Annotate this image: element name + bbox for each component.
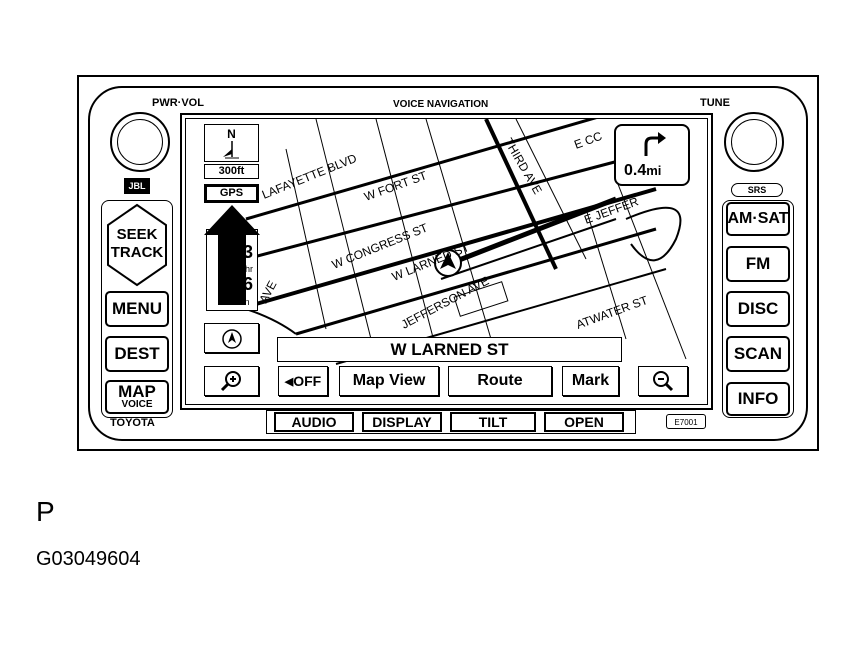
jbl-logo: JBL xyxy=(124,178,150,194)
bottom-button-bar xyxy=(266,410,636,434)
scan-button[interactable]: SCAN xyxy=(726,336,790,372)
figure-id: G03049604 xyxy=(36,548,141,570)
voice-label: VOICE xyxy=(121,399,153,410)
zoom-out-icon xyxy=(653,371,674,392)
gps-indicator: GPS xyxy=(204,184,259,203)
compass-north-label: N xyxy=(227,127,236,141)
next-turn-panel: 0.4mi xyxy=(614,124,690,186)
dest-button[interactable]: DEST xyxy=(105,336,169,372)
left-button-panel xyxy=(101,200,173,418)
head-unit-bezel xyxy=(88,86,808,441)
scale-indicator[interactable]: 300ft xyxy=(204,164,259,179)
zoom-in-button[interactable] xyxy=(204,366,259,396)
eta-minutes: 6 xyxy=(243,274,254,294)
heading-up-button[interactable] xyxy=(204,323,259,353)
track-label: TRACK xyxy=(110,244,164,261)
turn-right-icon xyxy=(644,132,666,156)
right-button-panel xyxy=(722,200,794,418)
audio-button[interactable]: AUDIO xyxy=(274,412,354,432)
eta-hours-unit: hr xyxy=(245,264,254,274)
toyota-logo: TOYOTA xyxy=(110,417,155,429)
fm-button[interactable]: FM xyxy=(726,246,790,282)
route-button[interactable]: Route xyxy=(448,366,552,396)
info-button[interactable]: INFO xyxy=(726,382,790,416)
menu-button[interactable]: MENU xyxy=(105,291,169,327)
heading-up-icon xyxy=(222,329,242,349)
am-sat-button[interactable]: AM·SAT xyxy=(726,202,790,236)
disc-button[interactable]: DISC xyxy=(726,291,790,327)
map-label: MAP xyxy=(118,382,156,401)
current-street-banner: W LARNED ST xyxy=(277,337,622,362)
map-view-button[interactable]: Map View xyxy=(339,366,439,396)
tilt-button[interactable]: TILT xyxy=(450,412,536,432)
srs-logo: SRS xyxy=(731,183,783,197)
off-button[interactable]: ◀OFF xyxy=(278,366,328,396)
image-code-label: E7001 xyxy=(666,414,706,429)
seek-track-button[interactable]: SEEK TRACK xyxy=(106,203,168,287)
voice-navigation-label: VOICE NAVIGATION xyxy=(393,99,489,110)
mark-button[interactable]: Mark xyxy=(562,366,619,396)
compass-button[interactable]: N xyxy=(204,124,259,162)
seek-label: SEEK xyxy=(116,226,158,243)
display-button[interactable]: DISPLAY xyxy=(362,412,442,432)
callout-arrow-icon xyxy=(204,205,260,305)
pwr-vol-label: PWR·VOL xyxy=(152,97,204,109)
tune-label: TUNE xyxy=(700,97,730,109)
off-button-label: OFF xyxy=(293,373,322,389)
open-button[interactable]: OPEN xyxy=(544,412,624,432)
eta-hours: 3 xyxy=(243,242,254,262)
navigation-screen: LAFAYETTE BLVD W FORT ST W CONGRESS ST W… xyxy=(185,118,708,405)
street-label-lafayette: LAFAYETTE BLVD xyxy=(260,151,359,202)
turn-distance-value: 0.4 xyxy=(624,162,647,179)
power-volume-knob[interactable] xyxy=(110,112,170,172)
compass-arrow-icon xyxy=(223,141,239,159)
turn-distance-unit: mi xyxy=(646,163,662,178)
tune-knob[interactable] xyxy=(724,112,784,172)
caption-letter: P xyxy=(36,496,55,527)
street-label-e-cc: E CC xyxy=(572,129,604,152)
screen-frame xyxy=(180,113,713,410)
map-canvas[interactable]: LAFAYETTE BLVD W FORT ST W CONGRESS ST W… xyxy=(186,119,708,405)
map-voice-button[interactable]: MAP VOICE xyxy=(105,380,169,414)
zoom-out-button[interactable] xyxy=(638,366,688,396)
turn-distance: 0.4mi xyxy=(624,162,661,180)
street-label-atwater: ATWATER ST xyxy=(574,293,650,332)
zoom-in-icon xyxy=(220,371,241,392)
vehicle-position-marker xyxy=(434,249,462,277)
triangle-left-icon: ◀ xyxy=(284,375,294,388)
street-label-fort: W FORT ST xyxy=(362,168,429,204)
